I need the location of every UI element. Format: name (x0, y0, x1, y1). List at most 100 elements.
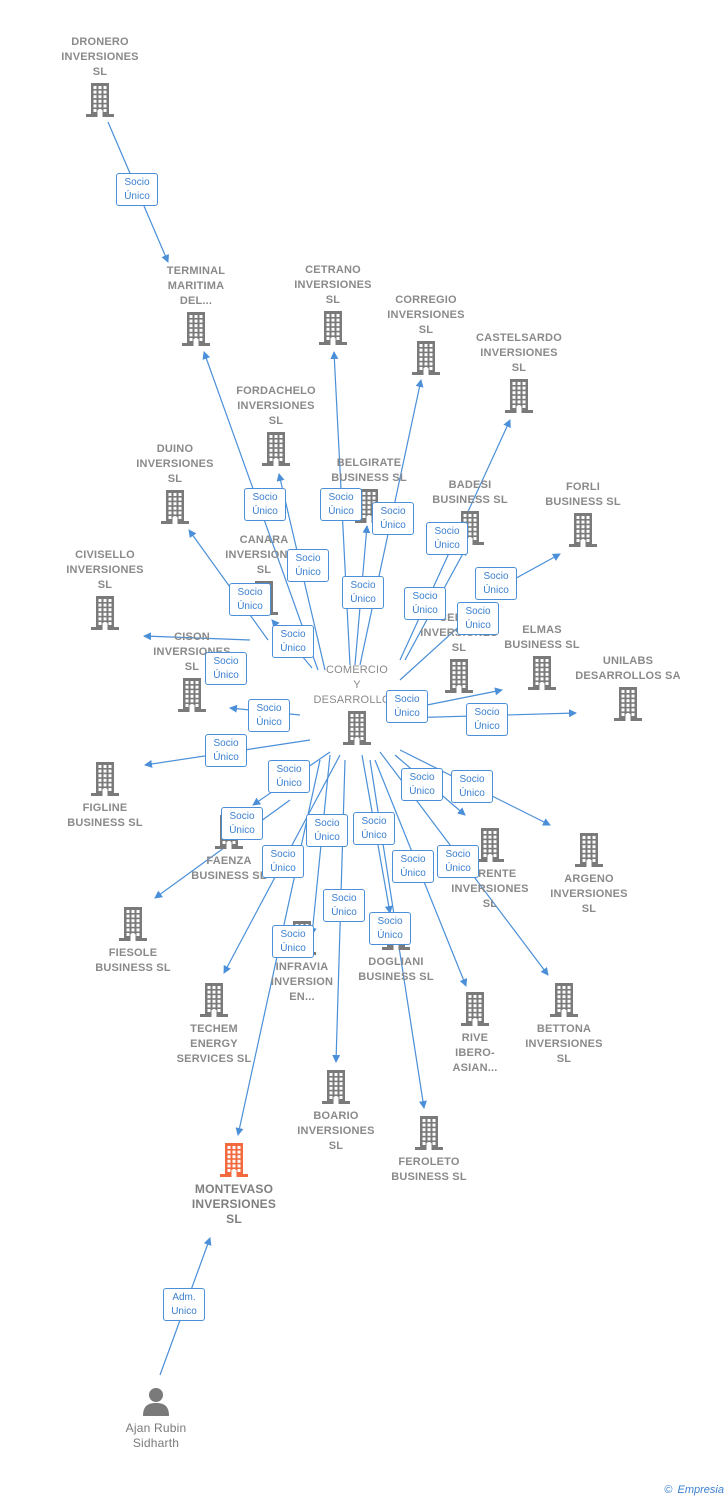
node-label[interactable]: CANARA INVERSIONES SL (225, 534, 303, 576)
relation-badge-comercio-terminal[interactable]: Socio Único (244, 488, 286, 521)
node-label[interactable]: DRONERO INVERSIONES SL (61, 36, 139, 78)
node-castelsardo[interactable]: CASTELSARDO INVERSIONES SL (464, 331, 574, 418)
relation-badge-comercio-elmas[interactable]: Socio Único (386, 690, 428, 723)
node-label[interactable]: Ajan Rubin Sidharth (125, 1421, 187, 1450)
relation-badge-dronero-terminal[interactable]: Socio Único (116, 173, 158, 206)
node-figline[interactable]: FIGLINE BUSINESS SL (50, 762, 160, 831)
building-icon[interactable] (487, 656, 597, 695)
node-label[interactable]: CORREGIO INVERSIONES SL (387, 294, 465, 336)
building-icon[interactable] (141, 312, 251, 351)
building-icon[interactable] (534, 833, 644, 872)
node-elmas[interactable]: ELMAS BUSINESS SL (487, 623, 597, 695)
node-label[interactable]: FIGLINE BUSINESS SL (67, 802, 143, 829)
node-label[interactable]: FORLI BUSINESS SL (545, 481, 621, 508)
node-label[interactable]: CETRANO INVERSIONES SL (294, 264, 372, 306)
relation-badge-ajan-montevaso[interactable]: Adm. Unico (163, 1288, 205, 1321)
relation-badge-comercio-badesi[interactable]: Socio Único (404, 587, 446, 620)
relation-badge-comercio-dogliani[interactable]: Socio Único (353, 812, 395, 845)
building-icon[interactable] (120, 490, 230, 529)
building-icon[interactable] (179, 1143, 289, 1182)
node-badesi[interactable]: BADESI BUSINESS SL (415, 478, 525, 550)
relation-badge-comercio-forli[interactable]: Socio Único (475, 567, 517, 600)
node-label[interactable]: RIVE IBERO- ASIAN... (452, 1032, 498, 1074)
node-boario[interactable]: BOARIO INVERSIONES SL (281, 1070, 391, 1154)
relation-badge-comercio-corregio[interactable]: Socio Único (372, 502, 414, 535)
node-rive[interactable]: RIVE IBERO- ASIAN... (420, 992, 530, 1076)
building-icon[interactable] (278, 311, 388, 350)
relation-badge-comercio-faenza[interactable]: Socio Único (268, 760, 310, 793)
building-icon[interactable] (302, 711, 412, 750)
building-icon[interactable] (137, 678, 247, 717)
node-label[interactable]: COMERCIO Y DESARROLLO... (313, 664, 401, 706)
building-icon[interactable] (509, 983, 619, 1022)
node-unilabs[interactable]: UNILABS DESARROLLOS SA (573, 654, 683, 726)
building-icon[interactable] (50, 762, 160, 801)
relation-badge-comercio-cetrano[interactable]: Socio Único (320, 488, 362, 521)
building-icon[interactable] (573, 687, 683, 726)
building-icon[interactable] (281, 1070, 391, 1109)
building-icon[interactable] (420, 992, 530, 1031)
node-techem[interactable]: TECHEM ENERGY SERVICES SL (159, 983, 269, 1067)
node-montevaso[interactable]: MONTEVASO INVERSIONES SL (179, 1143, 289, 1227)
node-argeno[interactable]: ARGENO INVERSIONES SL (534, 833, 644, 917)
node-label[interactable]: MONTEVASO INVERSIONES SL (191, 1182, 277, 1226)
relation-badge-comercio-castelsardo[interactable]: Socio Único (426, 522, 468, 555)
node-fiesole[interactable]: FIESOLE BUSINESS SL (78, 907, 188, 976)
node-cison[interactable]: CISON INVERSIONES SL (137, 630, 247, 717)
node-label[interactable]: ELMAS BUSINESS SL (504, 624, 580, 651)
building-icon[interactable] (50, 596, 160, 635)
building-icon[interactable] (78, 907, 188, 946)
relation-badge-comercio-cervo[interactable]: Socio Único (457, 602, 499, 635)
node-label[interactable]: FEROLETO BUSINESS SL (391, 1156, 467, 1183)
node-label[interactable]: BADESI BUSINESS SL (432, 479, 508, 506)
relation-badge-comercio-techem[interactable]: Socio Único (262, 845, 304, 878)
building-icon[interactable] (404, 659, 514, 698)
building-icon[interactable] (159, 983, 269, 1022)
node-cetrano[interactable]: CETRANO INVERSIONES SL (278, 263, 388, 350)
node-duino[interactable]: DUINO INVERSIONES SL (120, 442, 230, 529)
node-label[interactable]: DOGLIANI BUSINESS SL (358, 956, 434, 983)
node-label[interactable]: FAENZA BUSINESS SL (191, 855, 267, 882)
relation-badge-comercio-civisello[interactable]: Socio Único (205, 652, 247, 685)
relation-badge-comercio-bettona[interactable]: Socio Único (437, 845, 479, 878)
node-label[interactable]: TERMINAL MARITIMA DEL... (166, 265, 226, 307)
node-label[interactable]: TECHEM ENERGY SERVICES SL (176, 1023, 252, 1065)
node-label[interactable]: CIVISELLO INVERSIONES SL (66, 549, 144, 591)
node-feroleto[interactable]: FEROLETO BUSINESS SL (374, 1116, 484, 1185)
building-icon[interactable] (435, 828, 545, 867)
relation-badge-comercio-feroleto[interactable]: Socio Único (369, 912, 411, 945)
node-bettona[interactable]: BETTONA INVERSIONES SL (509, 983, 619, 1067)
node-label[interactable]: BETTONA INVERSIONES SL (525, 1023, 603, 1065)
relation-badge-comercio-rive[interactable]: Socio Único (392, 850, 434, 883)
person-icon[interactable] (101, 1386, 211, 1421)
node-label[interactable]: BELGIRATE BUSINESS SL (331, 457, 407, 484)
node-label[interactable]: FIESOLE BUSINESS SL (95, 947, 171, 974)
node-fordachelo[interactable]: FORDACHELO INVERSIONES SL (221, 384, 331, 471)
node-label[interactable]: DUINO INVERSIONES SL (136, 443, 214, 485)
building-icon[interactable] (221, 432, 331, 471)
node-label[interactable]: ARGENO INVERSIONES SL (550, 873, 628, 915)
relation-badge-comercio-montevaso[interactable]: Socio Único (272, 925, 314, 958)
node-label[interactable]: INFRAVIA INVERSION EN... (270, 961, 334, 1003)
relation-badge-comercio-boario[interactable]: Socio Único (323, 889, 365, 922)
relation-badge-comercio-fordachelo[interactable]: Socio Único (287, 549, 329, 582)
node-civisello[interactable]: CIVISELLO INVERSIONES SL (50, 548, 160, 635)
building-icon[interactable] (45, 83, 155, 122)
node-label[interactable]: FORDACHELO INVERSIONES SL (236, 385, 316, 427)
relation-badge-comercio-ferente[interactable]: Socio Único (401, 768, 443, 801)
relation-badge-comercio-cison[interactable]: Socio Único (248, 699, 290, 732)
node-ajan[interactable]: Ajan Rubin Sidharth (101, 1386, 211, 1451)
brand-logo[interactable]: Empresia (677, 1484, 724, 1496)
node-label[interactable]: CASTELSARDO INVERSIONES SL (476, 332, 562, 374)
node-forli[interactable]: FORLI BUSINESS SL (528, 480, 638, 552)
building-icon[interactable] (464, 379, 574, 418)
relation-badge-comercio-belgirate[interactable]: Socio Único (342, 576, 384, 609)
relation-badge-comercio-infravia[interactable]: Socio Único (306, 814, 348, 847)
relation-badge-comercio-fiesole[interactable]: Socio Único (221, 807, 263, 840)
building-icon[interactable] (371, 341, 481, 380)
relation-badge-comercio-figline[interactable]: Socio Único (205, 734, 247, 767)
relation-badge-comercio-unilabs[interactable]: Socio Único (466, 703, 508, 736)
node-label[interactable]: UNILABS DESARROLLOS SA (575, 655, 681, 682)
relation-badge-comercio-canara[interactable]: Socio Único (272, 625, 314, 658)
building-icon[interactable] (374, 1116, 484, 1155)
